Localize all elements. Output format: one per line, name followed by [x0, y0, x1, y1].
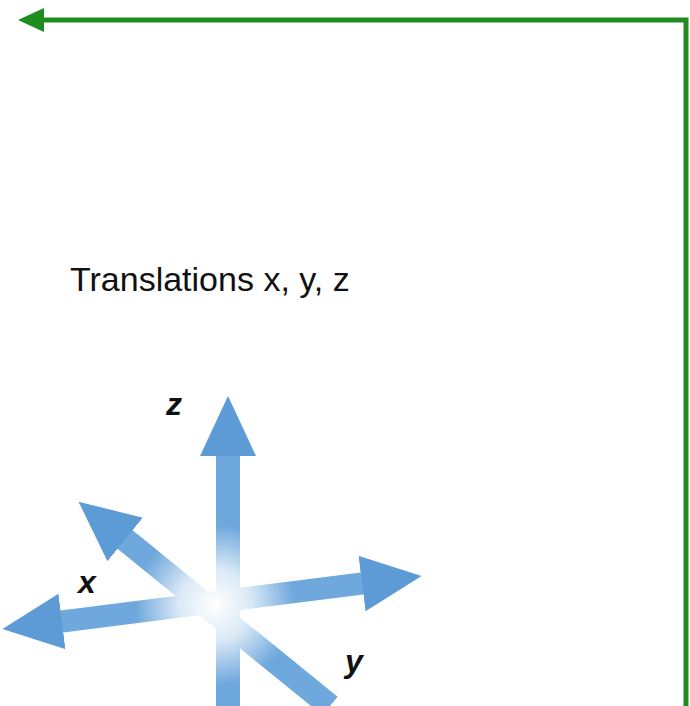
- green-frame-arrow: [42, 20, 686, 706]
- axis-letter: x: [78, 566, 96, 598]
- axis-letter: y: [345, 645, 363, 677]
- heading-text: Translations x, y, z: [70, 262, 350, 296]
- axis-letter: z: [166, 388, 182, 420]
- axes-glow: [135, 525, 295, 685]
